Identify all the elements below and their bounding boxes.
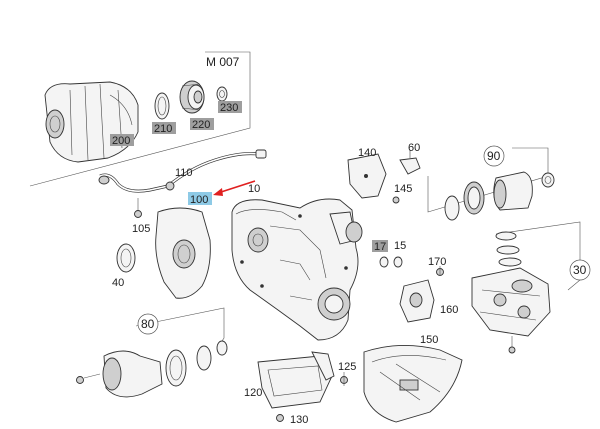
part-30-control-unit[interactable] bbox=[471, 231, 551, 354]
callout-30[interactable]: 30 bbox=[573, 263, 587, 277]
part-105-bolt[interactable] bbox=[134, 198, 142, 218]
callout-bg-17 bbox=[372, 240, 388, 252]
subassembly-30-frame bbox=[495, 221, 591, 291]
part-140-bracket[interactable] bbox=[347, 153, 387, 199]
callout-160[interactable]: 160 bbox=[440, 304, 458, 316]
callout-10[interactable]: 10 bbox=[248, 183, 260, 195]
callout-bg-200 bbox=[110, 134, 134, 146]
part-210-seal-ring[interactable] bbox=[154, 92, 170, 120]
callout-15[interactable]: 15 bbox=[394, 240, 406, 252]
part-120-bracket-plate[interactable] bbox=[257, 351, 335, 409]
part-80-rear-flange[interactable] bbox=[76, 340, 228, 398]
part-200-bell-housing[interactable] bbox=[44, 81, 139, 163]
part-10-transfer-case-housing[interactable] bbox=[231, 198, 363, 341]
callout-17[interactable]: 17 bbox=[374, 241, 386, 253]
callout-125[interactable]: 125 bbox=[338, 361, 356, 373]
group-label-m007: M 007 bbox=[206, 55, 240, 69]
part-15-plug[interactable] bbox=[379, 256, 403, 268]
part-145-bolt[interactable] bbox=[392, 196, 400, 204]
callout-170[interactable]: 170 bbox=[428, 256, 446, 268]
callout-bg-100-highlight bbox=[188, 192, 212, 205]
callout-130[interactable]: 130 bbox=[290, 414, 308, 426]
part-40-oring[interactable] bbox=[116, 243, 136, 273]
part-130-clip[interactable] bbox=[276, 414, 284, 422]
highlight-arrow bbox=[213, 180, 256, 196]
callout-200[interactable]: 200 bbox=[112, 135, 130, 147]
callout-150[interactable]: 150 bbox=[420, 334, 438, 346]
part-170-bolt[interactable] bbox=[436, 266, 444, 276]
part-60-sensor[interactable] bbox=[399, 150, 421, 175]
callout-90[interactable]: 90 bbox=[487, 149, 501, 163]
callout-120[interactable]: 120 bbox=[244, 387, 262, 399]
callout-80[interactable]: 80 bbox=[141, 317, 155, 331]
part-125-bolt[interactable] bbox=[340, 372, 348, 386]
callout-100[interactable]: 100 bbox=[190, 194, 208, 206]
callout-60[interactable]: 60 bbox=[408, 142, 420, 154]
callout-110[interactable]: 110 bbox=[175, 167, 193, 179]
callout-bg-210 bbox=[152, 122, 176, 134]
callout-140[interactable]: 140 bbox=[358, 147, 376, 159]
callout-bg-220 bbox=[190, 118, 214, 130]
part-160-actuator-housing[interactable] bbox=[399, 279, 435, 323]
callout-210[interactable]: 210 bbox=[154, 123, 172, 135]
callout-220[interactable]: 220 bbox=[192, 119, 210, 131]
part-110-breather-tube[interactable] bbox=[98, 149, 267, 193]
callout-145[interactable]: 145 bbox=[394, 183, 412, 195]
callout-230[interactable]: 230 bbox=[220, 102, 238, 114]
part-90-output-flange[interactable] bbox=[444, 171, 555, 221]
part-220-bearing[interactable] bbox=[179, 80, 205, 114]
callout-bg-230 bbox=[218, 101, 242, 113]
subassembly-m007-frame: M 007 bbox=[29, 51, 251, 187]
callout-105[interactable]: 105 bbox=[132, 223, 150, 235]
part-gasket-plate[interactable] bbox=[155, 207, 211, 299]
part-230-nut[interactable] bbox=[216, 86, 228, 102]
part-150-cover[interactable] bbox=[363, 345, 463, 423]
callout-40[interactable]: 40 bbox=[112, 277, 124, 289]
